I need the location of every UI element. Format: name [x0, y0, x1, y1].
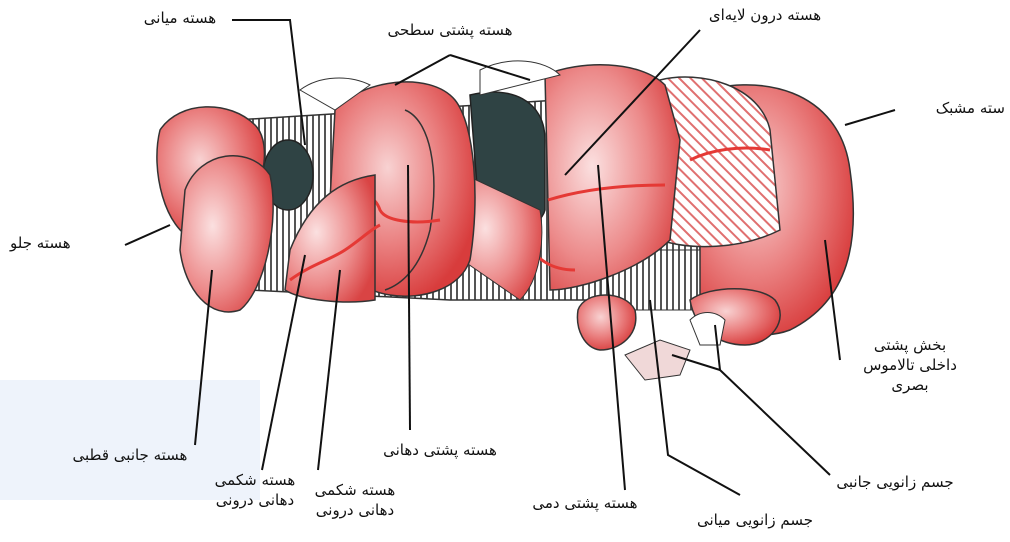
label-anterior: هسته جلو: [10, 233, 120, 253]
label-intralaminar: هسته درون لایه‌ای: [690, 5, 840, 25]
label-pulvinar-line-3: بصری: [840, 375, 980, 395]
label-vpm-line-2: دهانی درونی: [200, 490, 310, 510]
label-vpm-2-line-1: هسته شکمی: [300, 480, 410, 500]
label-dorsal-oral: هسته پشتی دهانی: [365, 440, 515, 460]
label-vpm-2-line-2: دهانی درونی: [300, 500, 410, 520]
label-dorsal-superficial: هسته پشتی سطحی: [375, 20, 525, 40]
label-dorsal-caudal: هسته پشتی دمی: [510, 493, 660, 513]
label-vpm-2: هسته شکمی دهانی درونی: [300, 480, 410, 520]
leader-lateral-geniculate-1: [715, 325, 830, 475]
leader-dorsal-superficial-1: [395, 55, 450, 85]
label-pulvinar-line-1: بخش پشتی: [840, 335, 980, 355]
lateral-geniculate-cap: [690, 313, 725, 346]
label-reticular: سته مشبک: [900, 98, 1005, 118]
label-vpm: هسته شکمی دهانی درونی: [200, 470, 310, 510]
label-pulvinar: بخش پشتی داخلی تالاموس بصری: [840, 335, 980, 395]
label-medial-nucleus: هسته میانی: [130, 8, 230, 28]
label-medial-geniculate: جسم زانویی میانی: [680, 510, 830, 530]
label-pulvinar-line-2: داخلی تالاموس: [840, 355, 980, 375]
medial-geniculate-body: [577, 295, 635, 350]
leader-anterior: [125, 225, 170, 245]
label-vpm-line-1: هسته شکمی: [200, 470, 310, 490]
leader-reticular: [845, 110, 895, 125]
label-lateral-polar: هسته جانبی قطبی: [55, 445, 205, 465]
label-lateral-geniculate: جسم زانویی جانبی: [815, 472, 975, 492]
